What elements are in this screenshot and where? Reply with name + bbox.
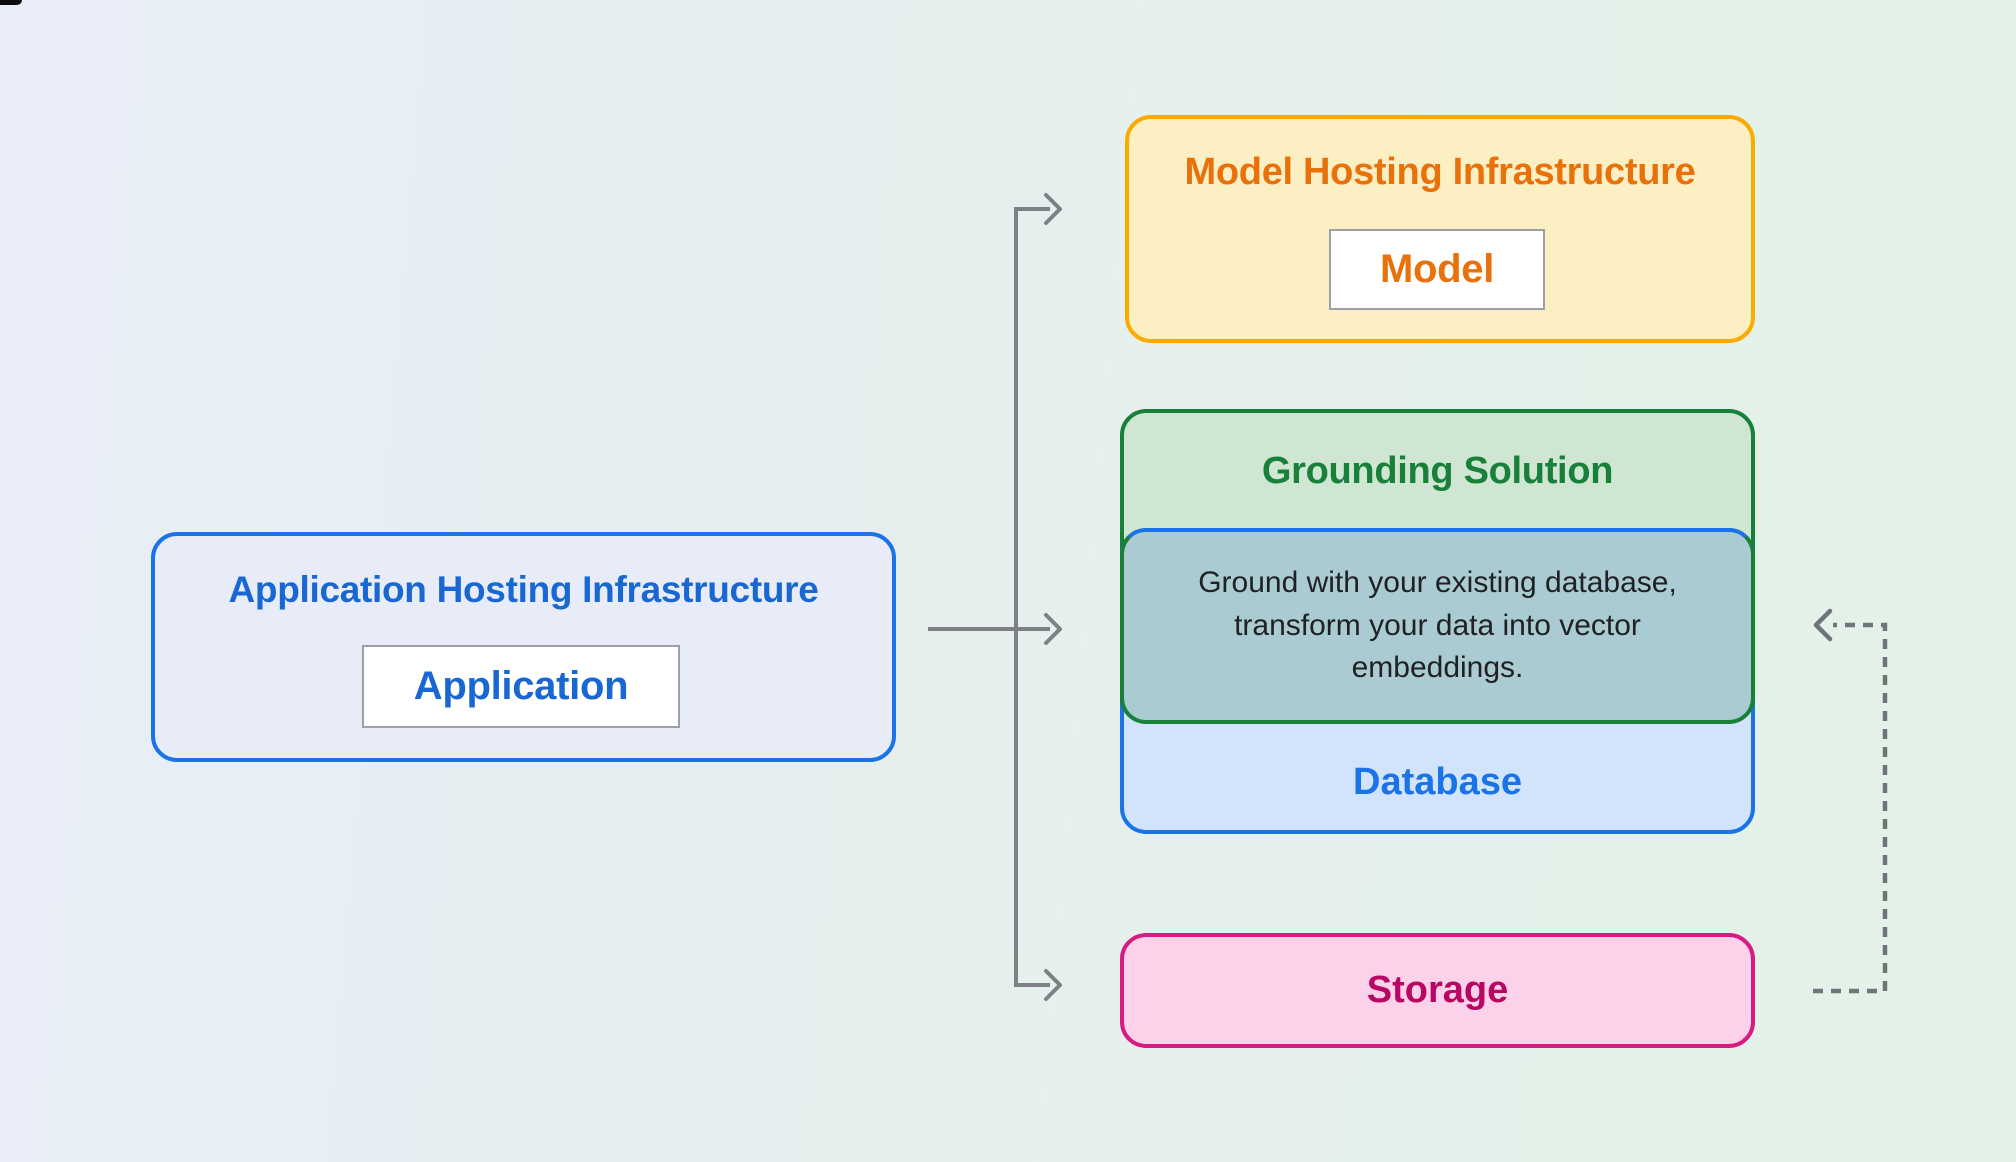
model-chip-label: Model bbox=[1379, 247, 1495, 291]
application-chip-label: Application bbox=[413, 664, 629, 708]
arrowhead-to-storage-icon bbox=[1044, 969, 1062, 1001]
grounding-solution-title: Grounding Solution bbox=[1261, 450, 1614, 492]
application-chip: Application bbox=[362, 645, 680, 728]
grounding-database-overlap: Ground with your existing database, tran… bbox=[1120, 528, 1755, 724]
application-hosting-title: Application Hosting Infrastructure bbox=[228, 569, 819, 610]
screenshot-corner-artifact bbox=[0, 0, 22, 5]
storage-box: Storage bbox=[1120, 933, 1755, 1048]
arrowhead-to-grounding-icon bbox=[1044, 613, 1062, 645]
model-hosting-title: Model Hosting Infrastructure bbox=[1184, 151, 1696, 193]
application-hosting-box: Application Hosting Infrastructure Appli… bbox=[151, 532, 896, 762]
database-label: Database bbox=[1353, 761, 1522, 803]
model-hosting-box: Model Hosting Infrastructure Model bbox=[1125, 115, 1755, 343]
app-to-branches-line bbox=[928, 207, 1050, 987]
arrowhead-to-model-icon bbox=[1044, 193, 1062, 225]
storage-to-database-dashed-line bbox=[1813, 622, 1888, 994]
grounding-description: Ground with your existing database, tran… bbox=[1198, 566, 1677, 685]
model-chip: Model bbox=[1329, 229, 1545, 310]
storage-label: Storage bbox=[1366, 969, 1509, 1011]
dashed-arrowhead-icon bbox=[1813, 608, 1833, 642]
